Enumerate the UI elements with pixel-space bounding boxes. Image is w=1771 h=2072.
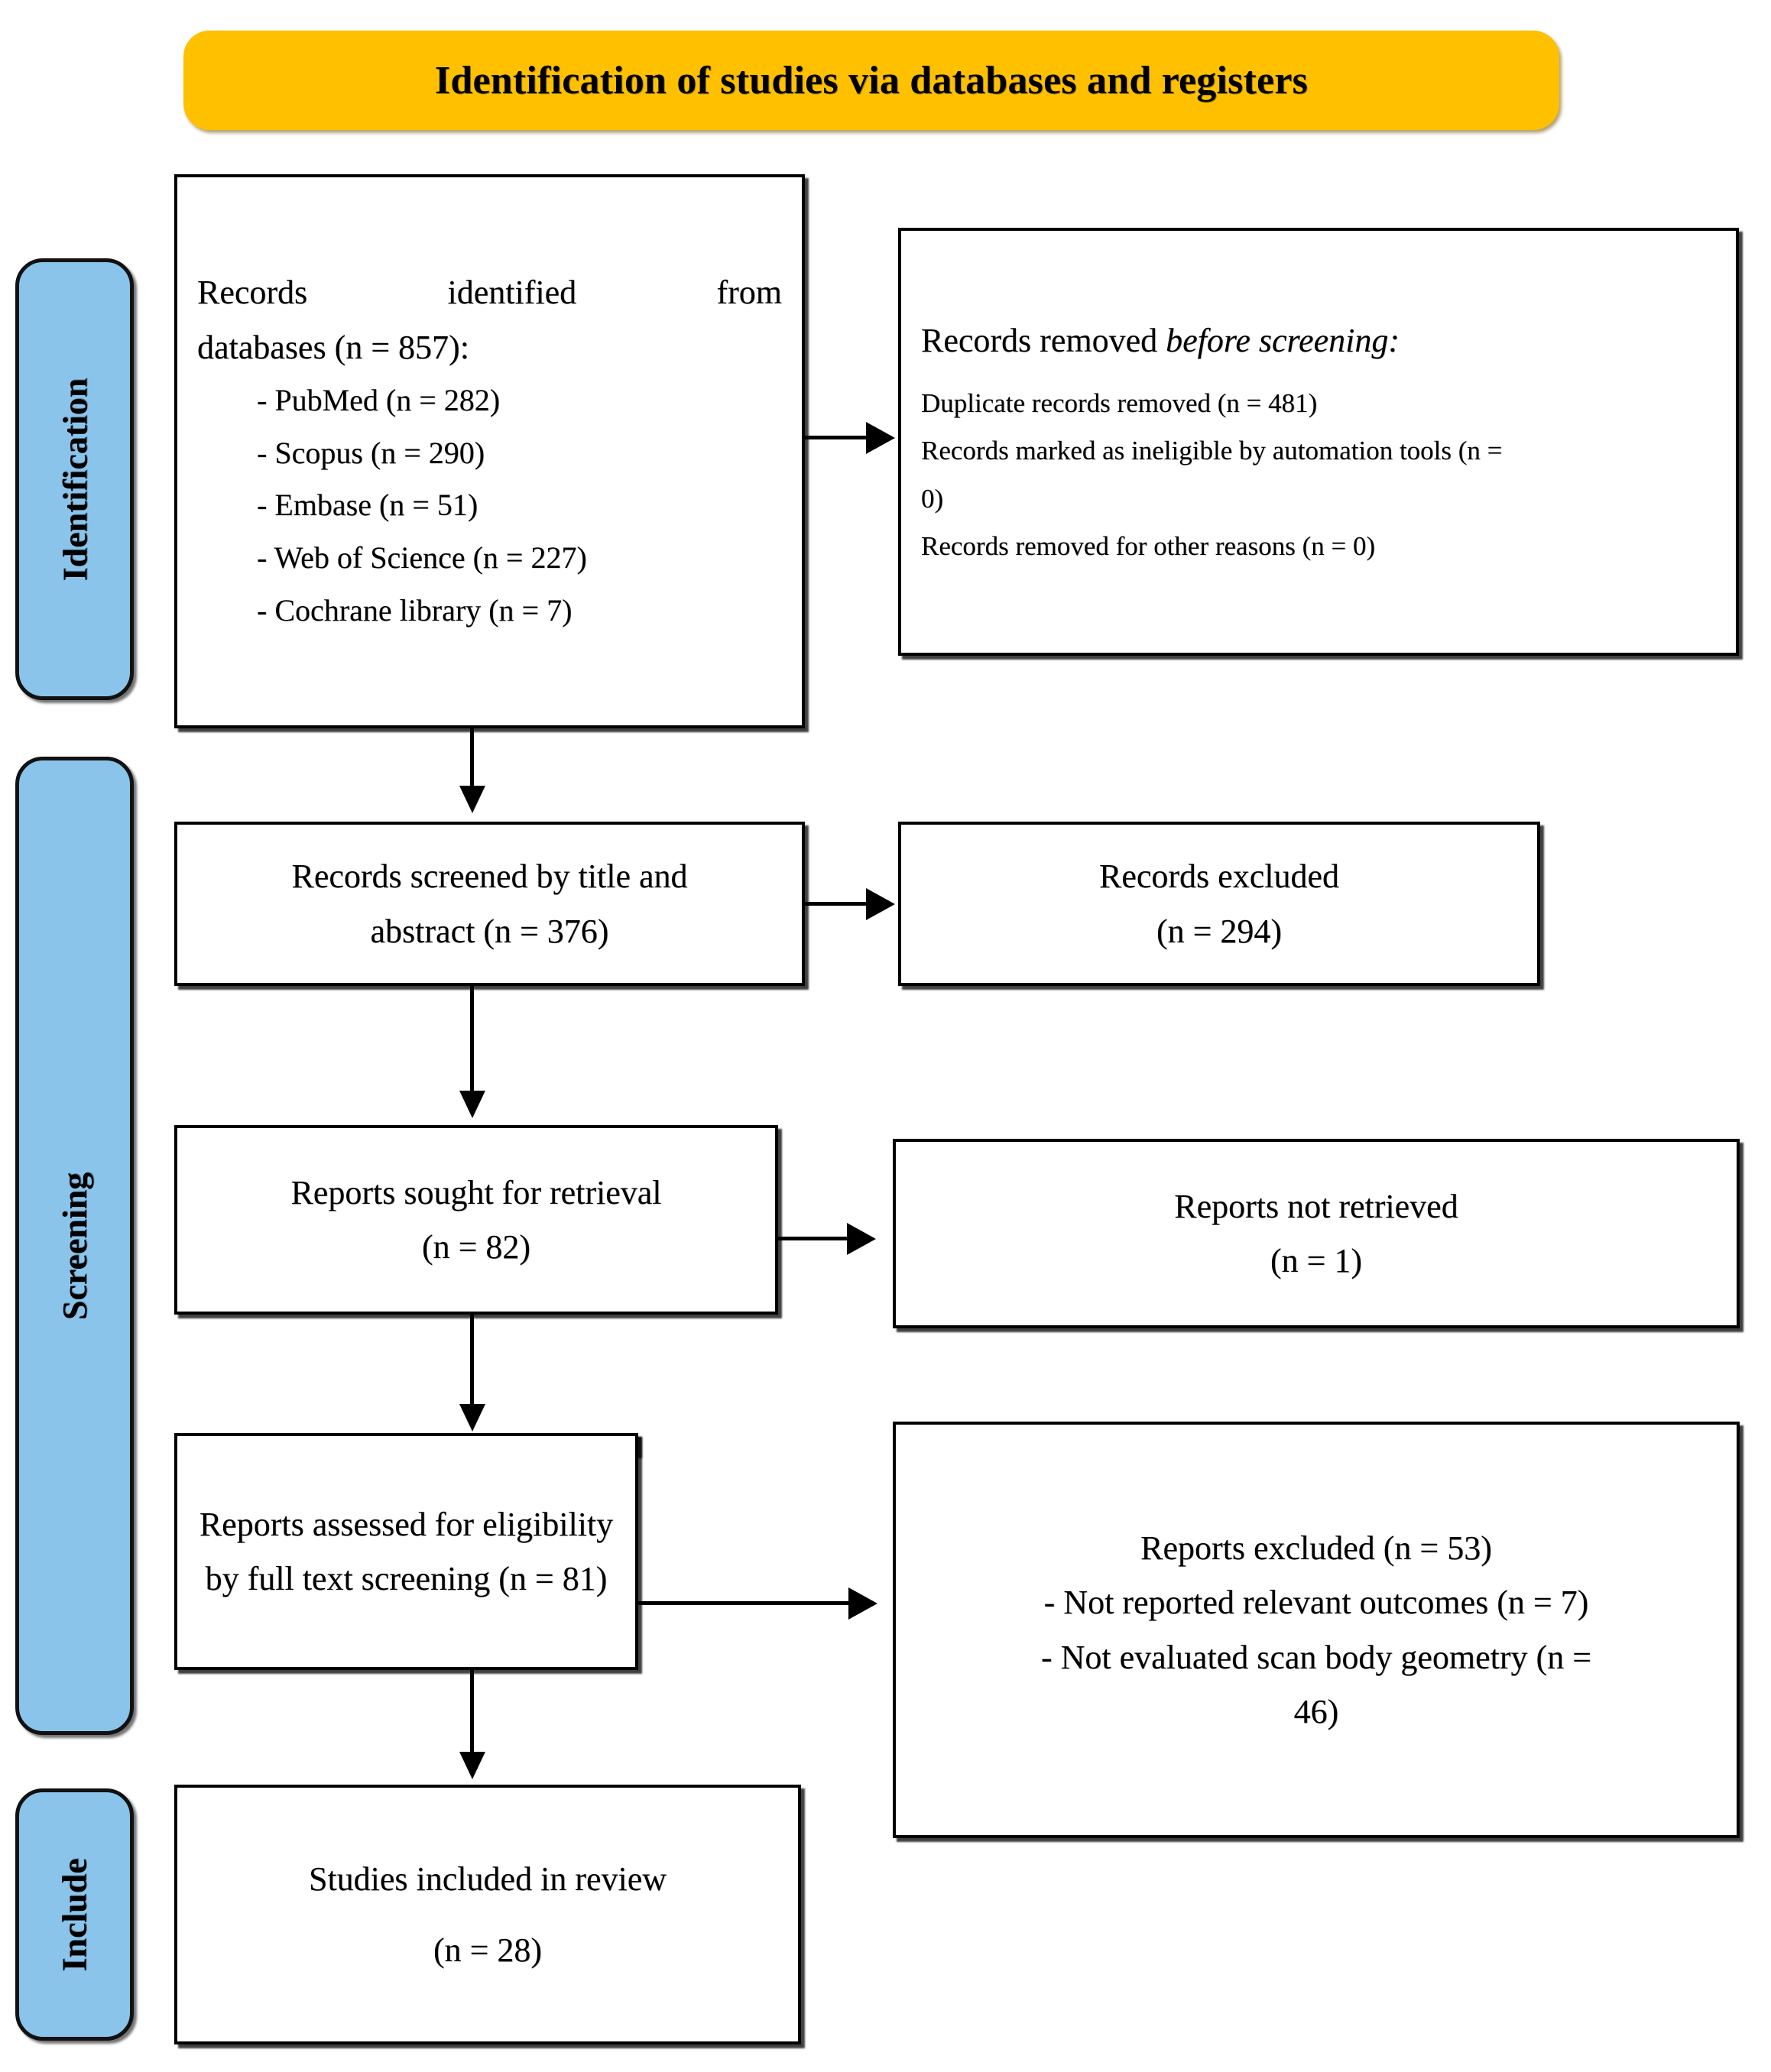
connector-assessed-to-excluded xyxy=(638,1601,848,1605)
reports-sought-line1: Reports sought for retrieval xyxy=(290,1173,662,1211)
box-reports-not-retrieved: Reports not retrieved (n = 1) xyxy=(893,1139,1740,1328)
connector-sought-to-assessed xyxy=(470,1315,474,1406)
arrowhead-sought-to-assessed xyxy=(459,1404,485,1432)
records-identified-line2: databases (n = 857): xyxy=(197,328,469,366)
reports-excluded-line1: Reports excluded (n = 53) xyxy=(1140,1529,1492,1567)
phase-tab-screening[interactable]: Screening xyxy=(15,757,134,1735)
records-removed-heading-italic: before screening: xyxy=(1166,321,1400,359)
identification-banner: Identification of studies via databases … xyxy=(183,31,1559,130)
box-records-excluded: Records excluded (n = 294) xyxy=(898,822,1540,986)
connector-screened-to-sought xyxy=(470,986,474,1093)
studies-included-line2: (n = 28) xyxy=(433,1931,543,1969)
records-removed-automation: Records marked as ineligible by automati… xyxy=(921,436,1503,466)
box-records-identified: Records identified from databases (n = 8… xyxy=(174,174,805,728)
records-excluded-line2: (n = 294) xyxy=(1156,912,1283,950)
records-screened-line2: abstract (n = 376) xyxy=(370,912,609,950)
records-removed-duplicates: Duplicate records removed (n = 481) xyxy=(921,388,1318,419)
phase-tab-identification[interactable]: Identification xyxy=(15,258,134,700)
connector-identified-to-screened xyxy=(470,728,474,788)
reports-excluded-reason-1: - Not reported relevant outcomes (n = 7) xyxy=(1043,1584,1589,1622)
arrowhead-identified-to-removed xyxy=(866,422,895,454)
records-source-cochrane: - Cochrane library (n = 7) xyxy=(257,592,572,627)
reports-sought-line2: (n = 82) xyxy=(421,1228,531,1266)
records-source-web-of-science: - Web of Science (n = 227) xyxy=(257,540,587,576)
connector-screened-to-excluded xyxy=(805,902,866,906)
connector-assessed-to-included xyxy=(470,1670,474,1754)
records-source-scopus: - Scopus (n = 290) xyxy=(257,435,485,470)
records-source-embase: - Embase (n = 51) xyxy=(257,488,478,523)
phase-tab-include-label: Include xyxy=(55,1857,95,1972)
box-studies-included: Studies included in review (n = 28) xyxy=(174,1785,801,2044)
phase-tab-identification-label: Identification xyxy=(55,378,94,581)
arrowhead-screened-to-sought xyxy=(459,1091,485,1118)
reports-excluded-reason-2: - Not evaluated scan body geometry (n = xyxy=(1040,1638,1592,1676)
box-reports-sought: Reports sought for retrieval (n = 82) xyxy=(174,1125,778,1315)
banner-title: Identification of studies via databases … xyxy=(434,58,1309,102)
records-source-pubmed: - PubMed (n = 282) xyxy=(257,382,501,417)
arrowhead-sought-to-not-retrieved xyxy=(847,1223,876,1255)
arrowhead-identified-to-screened xyxy=(459,786,485,813)
records-screened-line1: Records screened by title and xyxy=(291,858,688,896)
studies-included-line1: Studies included in review xyxy=(308,1860,667,1898)
phase-tab-screening-label: Screening xyxy=(55,1172,94,1320)
box-reports-excluded: Reports excluded (n = 53) - Not reported… xyxy=(893,1422,1740,1838)
reports-assessed-line2: by full text screening (n = 81) xyxy=(205,1560,608,1597)
connector-identified-to-removed xyxy=(805,436,866,439)
records-excluded-line1: Records excluded xyxy=(1099,858,1339,896)
arrowhead-screened-to-excluded xyxy=(866,888,895,920)
phase-tab-include[interactable]: Include xyxy=(15,1788,134,2041)
reports-assessed-line1: Reports assessed for eligibility xyxy=(199,1505,614,1543)
connector-sought-to-not-retrieved xyxy=(778,1237,847,1240)
box-reports-assessed-final: Reports assessed for eligibility by full… xyxy=(174,1433,638,1670)
reports-excluded-reason-2-cont: 46) xyxy=(1293,1692,1339,1730)
records-removed-automation-cont: 0) xyxy=(921,483,944,514)
box-records-removed-before-screening: Records removed before screening: Duplic… xyxy=(898,228,1739,656)
reports-not-retrieved-line2: (n = 1) xyxy=(1270,1242,1363,1279)
records-removed-heading: Records removed before screening: xyxy=(921,321,1400,359)
records-removed-other: Records removed for other reasons (n = 0… xyxy=(921,530,1376,561)
reports-not-retrieved-line1: Reports not retrieved xyxy=(1174,1187,1458,1225)
records-identified-line1: Records identified from xyxy=(197,274,783,312)
arrowhead-assessed-to-excluded xyxy=(848,1587,877,1620)
box-records-screened: Records screened by title and abstract (… xyxy=(174,822,805,986)
arrowhead-assessed-to-included xyxy=(459,1752,485,1779)
